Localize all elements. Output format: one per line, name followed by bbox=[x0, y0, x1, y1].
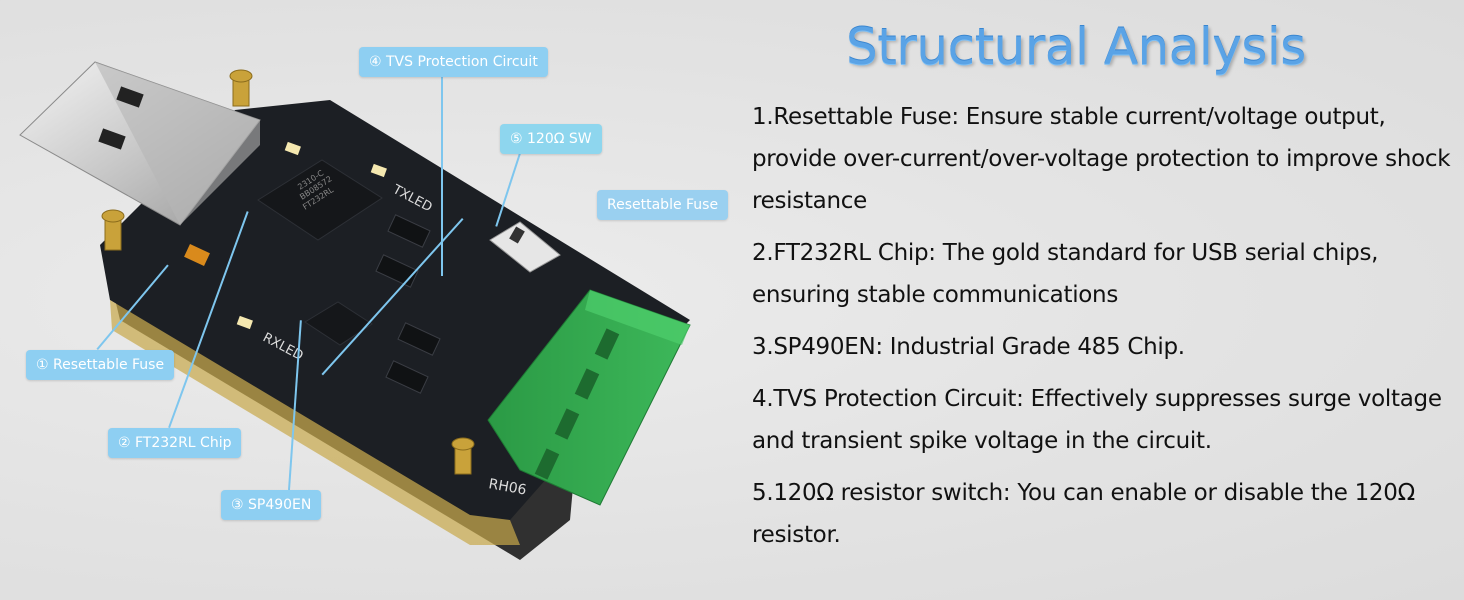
sp490en-chip-shape bbox=[304, 301, 373, 346]
led-pwr bbox=[284, 141, 301, 156]
tvs-components bbox=[375, 214, 441, 394]
ft232rl-chip-shape bbox=[257, 159, 383, 241]
callout-resettable-fuse-right: Resettable Fuse bbox=[597, 190, 729, 220]
usb-hole-1 bbox=[116, 86, 144, 108]
callout-ft232rl-chip: ② FT232RL Chip bbox=[108, 428, 242, 458]
resistor-switch-shape bbox=[489, 221, 561, 273]
terminal-block bbox=[487, 289, 691, 506]
feature-list: 1.Resettable Fuse: Ensure stable current… bbox=[752, 96, 1452, 566]
fuse-left-part bbox=[184, 244, 210, 266]
feature-item-ft232rl: 2.FT232RL Chip: The gold standard for US… bbox=[752, 240, 1379, 308]
leader-tvs bbox=[441, 76, 443, 276]
page-title: Structural Analysis bbox=[846, 18, 1306, 76]
pcb-edge bbox=[110, 300, 520, 545]
usb-rs485-board-illustration: 2310-C BB08572 FT232RL TXLED RXLED RH06 bbox=[19, 61, 691, 560]
callout-120-ohm-switch: ⑤ 120Ω SW bbox=[500, 124, 602, 154]
feature-item-fuse: 1.Resettable Fuse: Ensure stable current… bbox=[752, 104, 1451, 214]
callout-tvs-protection: ④ TVS Protection Circuit bbox=[359, 47, 548, 77]
callout-resettable-fuse-left: ① Resettable Fuse bbox=[26, 350, 175, 380]
feature-item-tvs: 4.TVS Protection Circuit: Effectively su… bbox=[752, 386, 1442, 454]
led-rx bbox=[236, 315, 253, 330]
standoffs bbox=[101, 69, 475, 475]
callout-sp490en: ③ SP490EN bbox=[221, 490, 322, 520]
led-tx bbox=[370, 163, 387, 178]
feature-item-120-ohm-switch: 5.120Ω resistor switch: You can enable o… bbox=[752, 480, 1415, 548]
feature-item-sp490en: 3.SP490EN: Industrial Grade 485 Chip. bbox=[752, 334, 1185, 360]
usb-hole-2 bbox=[98, 128, 126, 150]
silk-model: RH06 bbox=[487, 476, 527, 498]
terminal-slots bbox=[534, 328, 620, 480]
